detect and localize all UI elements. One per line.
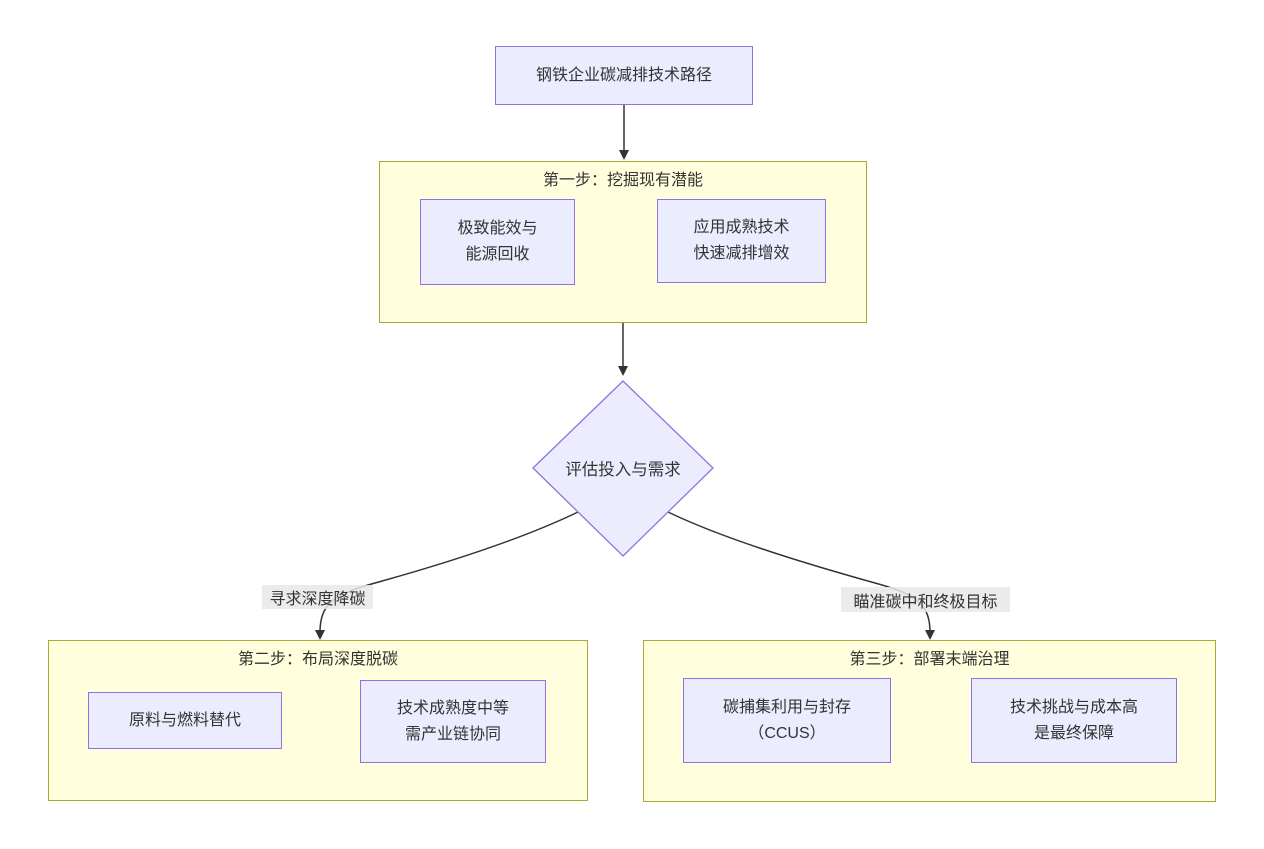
node-step2b-tech-maturity: 技术成熟度中等 需产业链协同 bbox=[360, 680, 546, 763]
node-step3a-ccus: 碳捕集利用与封存 （CCUS） bbox=[683, 678, 891, 763]
decision-node-label: 评估投入与需求 bbox=[565, 461, 681, 479]
edge-root-to-step1 bbox=[619, 105, 629, 160]
arrowhead-down-icon bbox=[315, 630, 325, 640]
arrowhead-down-icon bbox=[619, 150, 629, 160]
edge-decision-to-step3 bbox=[667, 511, 935, 640]
cluster-step3-title: 第三步：部署末端治理 bbox=[849, 651, 1010, 668]
node-step2a-fuel-substitution: 原料与燃料替代 bbox=[88, 692, 282, 749]
edge-decision-to-step2 bbox=[315, 511, 579, 640]
edge-label-deep-decarbonization: 寻求深度降碳 bbox=[262, 585, 373, 609]
root-node: 钢铁企业碳减排技术路径 bbox=[495, 46, 753, 105]
decision-diamond-shape bbox=[532, 380, 714, 557]
cluster-step2-title: 第二步：布局深度脱碳 bbox=[237, 651, 398, 668]
edge-step1-to-decision bbox=[618, 323, 628, 376]
edge-label-carbon-neutral-goal: 瞄准碳中和终极目标 bbox=[841, 587, 1010, 612]
arrowhead-down-icon bbox=[925, 630, 935, 640]
node-step1b-mature-tech: 应用成熟技术 快速减排增效 bbox=[657, 199, 826, 283]
node-step3b-final-safeguard: 技术挑战与成本高 是最终保障 bbox=[971, 678, 1177, 763]
arrowhead-down-icon bbox=[618, 366, 628, 376]
node-step1a-energy-efficiency: 极致能效与 能源回收 bbox=[420, 199, 575, 285]
cluster-step1-title: 第一步：挖掘现有潜能 bbox=[542, 172, 703, 189]
